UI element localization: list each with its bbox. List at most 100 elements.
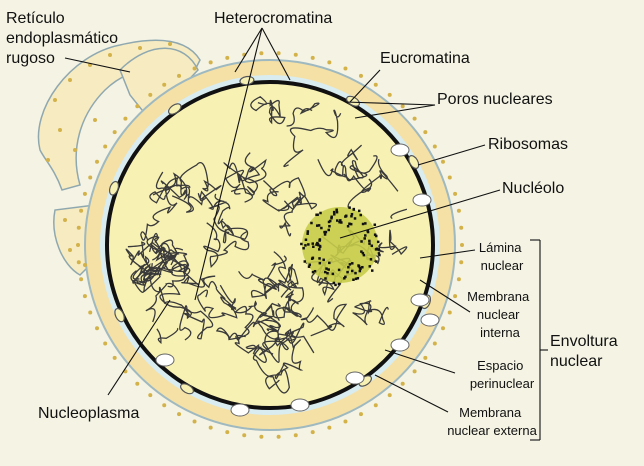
chromatin-strand [160,162,222,201]
nucleolus-granule [323,233,327,236]
ribosome [68,78,72,82]
nucleolus-granule [337,282,341,286]
ribosome [432,341,437,346]
ribosome [208,60,213,65]
nucleolus-granule [347,265,350,269]
ribosome [82,294,87,299]
polysome [390,338,410,352]
nucleolus-granule [360,240,363,243]
ribosome [310,55,315,60]
chromatin-strand [363,229,408,265]
nucleolus-granule [364,234,367,237]
ribosome [225,55,230,60]
chromatin-strand [248,300,315,354]
nucleolus-granule [313,269,317,273]
ribosome [46,158,50,162]
ribosome [327,60,332,65]
ribosome [453,294,458,299]
ribosome [412,369,417,374]
nucleolus-granule [361,265,364,269]
nucleolus-granule [315,213,318,217]
nucleolus-granule [324,277,327,280]
chromatin-strand [167,270,226,300]
nucleolus-granule [364,222,367,225]
nucleolus-granule [330,216,333,220]
ribosome [293,52,298,57]
nucleolus-granule [334,283,337,287]
chromatin-strand [280,266,305,318]
ribosome [112,130,117,135]
nucleolus-granule [316,242,320,246]
label-nucleolo: Nucléolo [502,180,564,197]
label-heterocromatina: Heterocromatina [214,10,332,27]
nucleolus-granule [361,222,365,226]
ribosome [135,104,140,109]
nucleolus-granule [326,271,329,275]
ribosome [76,260,81,265]
chromatin-strand [286,102,320,127]
ribosome [208,425,213,430]
nucleolus-granule [325,267,328,270]
label-reticulo: Retículo endoplasmático rugoso [6,10,123,67]
chromatin-strand [152,239,189,271]
ribosome [456,277,461,282]
ribosome [53,98,57,102]
nucleolus-granule [374,234,378,238]
chromatin-strand [262,177,306,212]
nucleolus-granule [368,265,372,268]
nucleolus-granule [304,238,308,241]
ribosome [177,412,182,417]
nucleolus-granule [354,277,358,281]
nucleolus-granule [304,244,307,247]
chromatin-strand [212,193,249,244]
nucleolus-granule [349,222,353,226]
nucleolus-granule [352,207,356,211]
nucleolus-granule [340,221,343,224]
nucleolus-granule [328,224,331,228]
nucleolus-granule [338,220,341,224]
nucleolus-granule [323,230,326,234]
nucleolus-granule [318,248,321,251]
ribosome [225,430,230,435]
nucleolus-granule [370,269,374,272]
nucleolus-granule [348,206,351,209]
nucleolus-granule [306,230,310,233]
nucleolus-granule [350,269,354,273]
ribosome [242,433,247,438]
nucleolus-granule [331,272,335,276]
nucleolus-granule [328,261,331,265]
nucleolus-granule [335,210,339,214]
nucleolus-granule [370,244,374,248]
chromatin-strand [238,251,294,292]
chromatin-strand [390,208,408,220]
ribosome [460,243,464,247]
nucleolus-granule [359,267,362,271]
ribosome [108,53,112,57]
nucleolus-granule [348,263,352,266]
polysomes [155,143,440,417]
ribosome [432,144,437,149]
ribosome [135,381,140,386]
ribosome [68,248,72,252]
nucleolus-granule [324,270,327,274]
ribosome [177,73,182,78]
nucleolus-granule [375,260,378,263]
nucleolus-granule [368,239,371,243]
nucleolus-granule [307,265,311,268]
nucleolus-granule [373,223,377,226]
nucleolus-granules [300,206,381,287]
chromatin-strand [235,311,280,342]
nucleolus-granule [373,233,377,236]
ribosome [440,159,445,164]
ribosome [79,208,84,213]
chromatin-strand [197,284,238,319]
ribosome [310,430,315,435]
nucleolus-granule [346,270,349,274]
chromatin-strand [136,276,214,340]
chromatin-strand [132,255,161,293]
nucleolus-granule [328,219,332,223]
nucleolus-granule [357,265,361,268]
nucleolus-granule [359,213,362,217]
ribosome [293,433,298,438]
chromatin-strand [361,170,399,193]
